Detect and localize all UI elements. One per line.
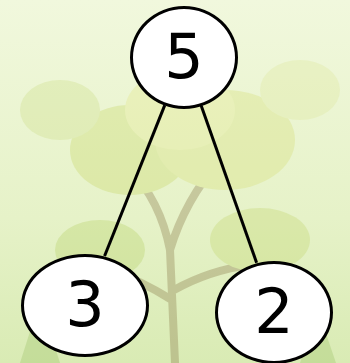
number-label: 5	[164, 26, 203, 88]
bond-line	[105, 105, 165, 256]
number-label: 3	[65, 274, 104, 336]
number-circle: 5	[130, 6, 238, 109]
number-label: 2	[254, 281, 293, 343]
number-circle: 2	[215, 261, 333, 363]
number-circle: 3	[21, 254, 149, 357]
bond-line	[201, 106, 256, 263]
